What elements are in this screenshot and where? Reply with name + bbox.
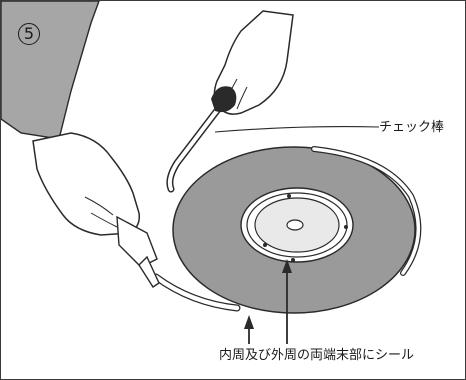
step-number-badge: 5 — [18, 23, 40, 45]
seal-location-arrows — [244, 259, 292, 344]
check-rod — [166, 104, 223, 193]
left-glove — [32, 132, 141, 236]
right-glove — [211, 10, 294, 115]
grey-disc — [172, 146, 422, 314]
check-rod-label: チェック棒 — [379, 120, 445, 135]
seal-instruction-label: 内周及び外周の両端末部にシール — [219, 348, 415, 363]
sealant-bead-inner — [153, 274, 240, 311]
left-sleeve — [1, 1, 100, 140]
check-rod-leader-line — [214, 126, 380, 133]
sealant-nozzle — [116, 215, 160, 288]
